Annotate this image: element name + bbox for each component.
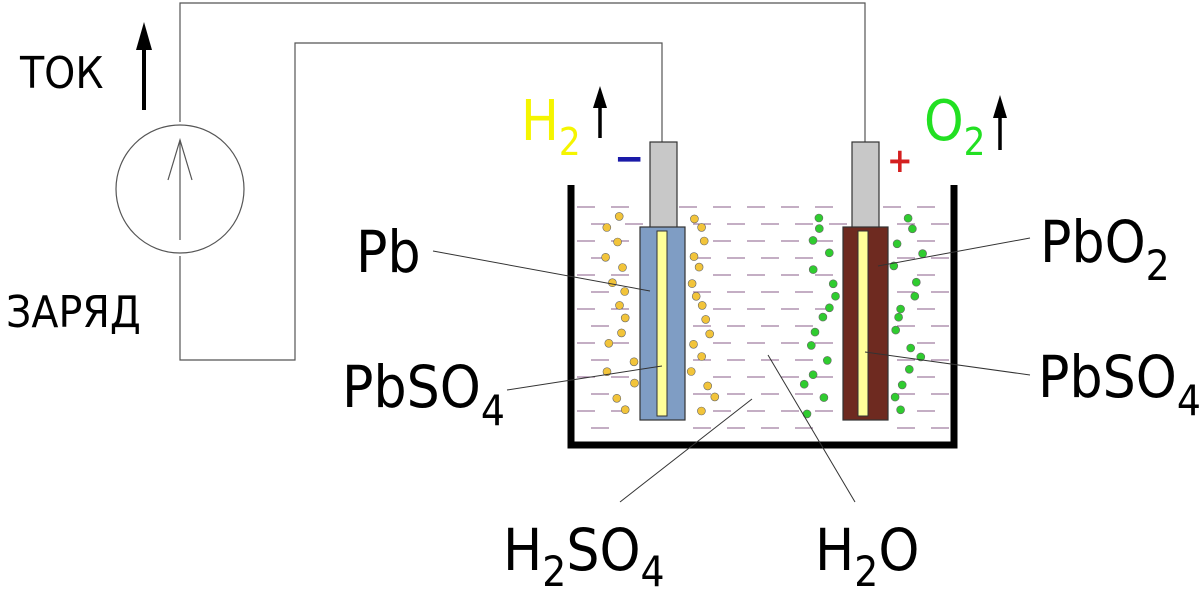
oxygen-bubble (896, 405, 905, 415)
pbo2-leader (877, 237, 1031, 267)
oxygen-bubble (824, 248, 834, 258)
oxygen-bubble (894, 312, 903, 322)
oxygen-bubble (891, 325, 901, 335)
oxygen-bubble (904, 364, 914, 374)
hydrogen-bubble (620, 287, 630, 296)
plus-sign: + (887, 141, 913, 181)
oxygen-bubble (808, 265, 818, 274)
positive-electrode (842, 141, 889, 421)
hydrogen-bubble (620, 405, 630, 415)
oxygen-bubble (908, 224, 917, 234)
electrolyte-lines (577, 206, 949, 429)
hydrogen-bubble (612, 393, 622, 403)
hydrogen-bubble (699, 236, 709, 246)
oxygen-bubble (896, 304, 905, 314)
oxygen-bubble (916, 352, 926, 362)
hydrogen-bubble (602, 367, 612, 377)
oxygen-bubble (810, 327, 820, 337)
o2-up-arrow-icon (993, 95, 1007, 150)
hydrogen-bubble (697, 352, 707, 361)
negative-electrode (639, 141, 686, 421)
hydrogen-bubble (697, 301, 707, 310)
oxygen-bubble (825, 303, 834, 313)
electrolyte-container (567, 185, 958, 449)
hydrogen-bubble (601, 252, 610, 262)
oxygen-bubble (906, 343, 916, 353)
oxygen-bubble (831, 291, 840, 301)
pb-leader (432, 250, 651, 292)
pbso4-right-label: PbSO4 (1038, 343, 1200, 425)
inner-wire (179, 42, 663, 361)
hydrogen-bubble (617, 328, 626, 338)
hydrogen-bubble (686, 367, 696, 376)
oxygen-bubble (890, 392, 900, 402)
h2so4-leader (619, 398, 753, 503)
hydrogen-bubble (614, 212, 624, 221)
hydrogen-bubble (701, 315, 711, 324)
charge-label: ЗАРЯД (6, 287, 141, 338)
hydrogen-bubble (602, 223, 612, 232)
oxygen-bubble (918, 249, 927, 258)
oxygen-bubble (828, 279, 838, 289)
charger-source-icon (115, 124, 245, 254)
hydrogen-bubble (697, 223, 706, 232)
oxygen-bubble (819, 393, 829, 402)
oxygen-bubble (911, 277, 921, 287)
oxygen-bubble (910, 291, 920, 301)
hydrogen-bubble (629, 357, 639, 367)
oxygen-bubble (808, 370, 818, 380)
oxygen-bubbles (799, 213, 927, 419)
h2o-label: H2O (815, 516, 919, 596)
hydrogen-bubble (604, 338, 614, 348)
oxygen-bubble (814, 224, 824, 233)
oxygen-bubble (818, 312, 828, 322)
hydrogen-bubble (615, 301, 624, 310)
hydrogen-bubble (687, 279, 697, 288)
hydrogen-bubble (697, 406, 706, 416)
h2-gas-label: H2 (521, 89, 581, 164)
oxygen-bubble (814, 213, 824, 223)
hydrogen-bubble (691, 291, 701, 301)
current-arrow-icon (136, 22, 152, 110)
pbso4-left-label: PbSO4 (342, 353, 505, 435)
pbso4-right-leader (864, 351, 1031, 376)
h2o-leader (767, 354, 856, 503)
outer-wire (179, 2, 866, 142)
h2-up-arrow-icon (593, 86, 607, 138)
pb-label: Pb (356, 218, 421, 286)
oxygen-bubble (806, 341, 816, 350)
leader-lines (432, 237, 1031, 503)
hydrogen-bubble (689, 252, 699, 261)
oxygen-bubble (903, 213, 913, 223)
hydrogen-bubble (703, 381, 713, 391)
hydrogen-bubble (618, 263, 627, 272)
circuit-wires (179, 2, 866, 361)
hydrogen-bubble (630, 378, 639, 388)
negative-terminal-cap (649, 141, 678, 229)
o2-gas-label: O2 (924, 89, 985, 164)
h2so4-label: H2SO4 (503, 516, 665, 596)
positive-terminal-cap (851, 141, 880, 229)
oxygen-bubble (808, 236, 818, 245)
hydrogen-bubble (620, 313, 630, 323)
minus-sign: − (614, 136, 644, 182)
current-label: ТОК (19, 48, 103, 99)
hydrogen-bubble (689, 339, 698, 349)
oxygen-bubble (892, 239, 902, 249)
pbo2-label: PbO2 (1040, 208, 1170, 290)
oxygen-bubble (897, 380, 907, 390)
positive-plate-pbso4-core (857, 230, 869, 417)
oxygen-bubble (799, 379, 809, 389)
oxygen-bubble (822, 356, 832, 365)
hydrogen-bubble (710, 392, 720, 402)
hydrogen-bubble (690, 214, 699, 224)
pbso4-left-leader (506, 365, 663, 391)
hydrogen-bubble (613, 237, 622, 247)
hydrogen-bubbles (601, 212, 720, 416)
hydrogen-bubble (705, 329, 715, 339)
hydrogen-bubble (694, 262, 704, 272)
hydrogen-bubble (608, 278, 617, 288)
negative-plate-pbso4-core (656, 230, 668, 417)
